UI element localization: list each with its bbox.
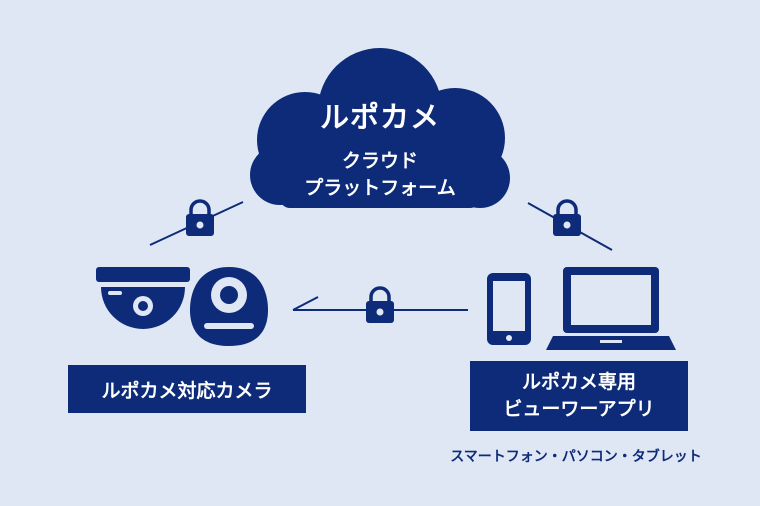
cloud-icon [250,48,510,208]
dome-camera-icon [96,267,190,329]
cloud-title: ルポカメ [319,100,440,134]
link-line-bottom-tick [292,296,319,311]
devices-caption: スマートフォン・パソコン・タブレット [450,449,702,465]
viewer-app-box: ルポカメ専用 ビューワーアプリ [470,361,688,431]
home-camera-icon [190,267,268,346]
smartphone-icon [487,273,531,345]
camera-label: ルポカメ対応カメラ [101,379,273,402]
cloud-subtitle-line1: クラウド [341,150,418,172]
viewer-app-line1: ルポカメ専用 [521,371,636,393]
laptop-icon [546,267,676,350]
lock-icon [553,199,581,236]
camera-label-box: ルポカメ対応カメラ [68,365,306,413]
lock-icon [186,199,214,236]
viewer-app-line2: ビューワーアプリ [503,398,655,420]
lock-icon [366,286,394,323]
cloud-subtitle-line2: プラットフォーム [304,177,456,199]
